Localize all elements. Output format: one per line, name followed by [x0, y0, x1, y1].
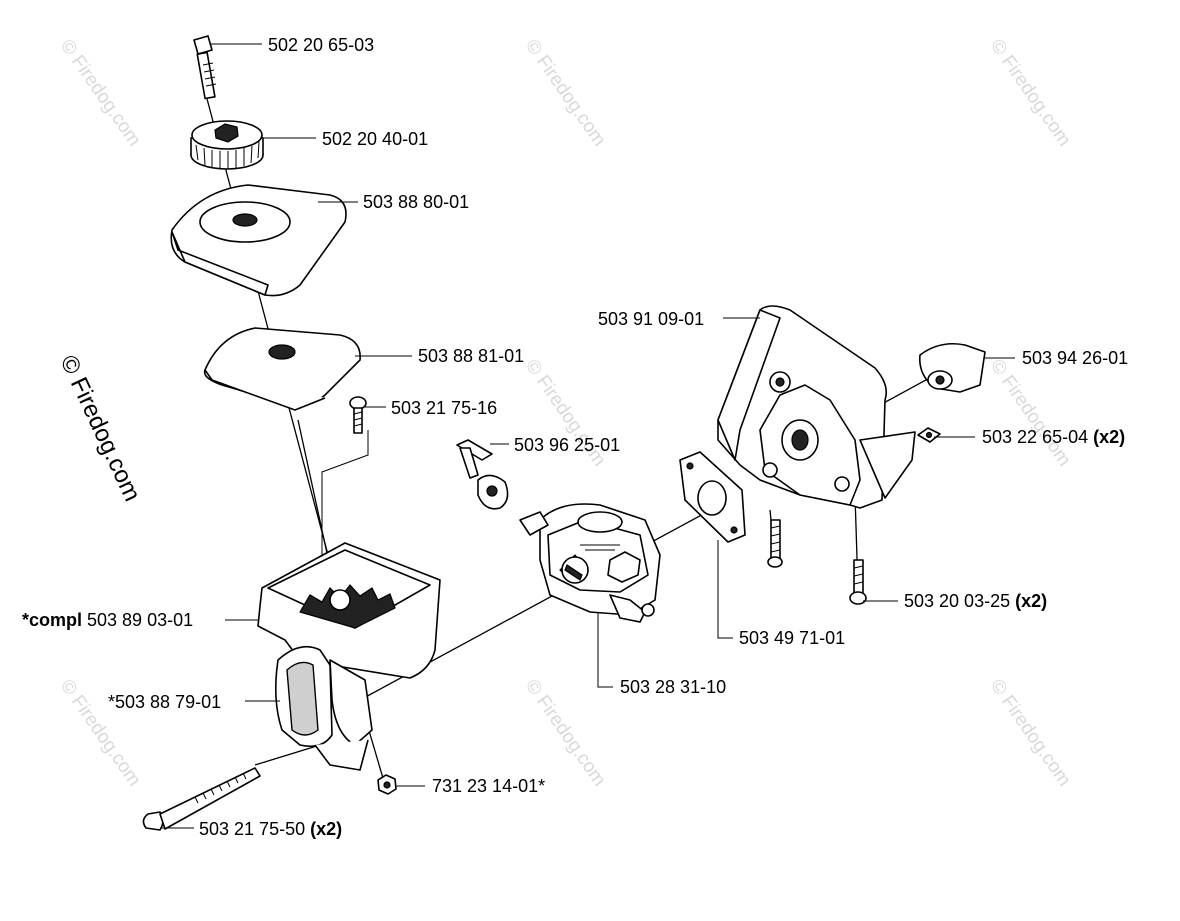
label-503-88-79-01: *503 88 79-01 [108, 692, 221, 712]
label-503-89-03-01: *compl 503 89 03-01 [22, 610, 193, 630]
watermark: © Firedog.com [521, 36, 610, 150]
label-503-22-65-04: 503 22 65-04 (x2) [982, 427, 1125, 447]
label-503-49-71-01: 503 49 71-01 [739, 628, 845, 648]
label-503-21-75-50: 503 21 75-50 (x2) [199, 819, 342, 839]
screw-502-20-65-03 [193, 35, 217, 100]
watermark: © Firedog.com [521, 676, 610, 790]
intake-503-88-79-01 [274, 645, 369, 771]
quantity: (x2) [305, 819, 342, 839]
watermark: © Firedog.com [986, 676, 1075, 790]
label-503-88-81-01: 503 88 81-01 [418, 346, 524, 366]
part-number: 503 22 65-04 [982, 427, 1088, 447]
label-502-20-40-01: 502 20 40-01 [322, 129, 428, 149]
knob-502-20-40-01 [190, 120, 264, 170]
label-731-23-14-01: 731 23 14-01* [432, 776, 545, 796]
label-503-28-31-10: 503 28 31-10 [620, 677, 726, 697]
label-503-94-26-01: 503 94 26-01 [1022, 348, 1128, 368]
lever-503-94-26-01 [918, 342, 986, 393]
link-503-96-25-01 [456, 439, 509, 510]
label-503-91-09-01: 503 91 09-01 [598, 309, 704, 329]
label-503-96-25-01: 503 96 25-01 [514, 435, 620, 455]
carburetor-503-28-31-10 [519, 503, 661, 623]
label-503-88-80-01: 503 88 80-01 [363, 192, 469, 212]
nut-731-23-14-01 [377, 774, 397, 795]
part-number: 503 21 75-50 [199, 819, 305, 839]
bolt-503-21-75-50 [142, 767, 261, 831]
label-503-21-75-16: 503 21 75-16 [391, 398, 497, 418]
screw-503-21-75-16 [349, 396, 367, 434]
compl-prefix: *compl [22, 610, 82, 630]
watermark: © Firedog.com [986, 36, 1075, 150]
watermark: © Firedog.com [986, 356, 1075, 470]
filter-base-503-89-03-01 [257, 542, 441, 746]
filter-cover-503-88-80-01 [170, 184, 347, 297]
part-labels: 502 20 65-03 502 20 40-01 503 88 80-01 5… [22, 35, 1128, 839]
label-502-20-65-03: 502 20 65-03 [268, 35, 374, 55]
filter-element-503-88-81-01 [203, 327, 361, 411]
part-number: 503 89 03-01 [82, 610, 193, 630]
screw-503-20-03-25 [767, 519, 867, 605]
quantity: (x2) [1010, 591, 1047, 611]
leader-lines [160, 43, 1015, 829]
watermark: © Firedog.com [56, 36, 145, 150]
quantity: (x2) [1088, 427, 1125, 447]
nut-503-22-65-04 [917, 427, 941, 443]
label-503-20-03-25: 503 20 03-25 (x2) [904, 591, 1047, 611]
part-number: 503 20 03-25 [904, 591, 1010, 611]
housing-503-91-09-01 [717, 305, 916, 509]
side-watermark: © Firedog.com [55, 351, 146, 505]
gasket-503-49-71-01 [679, 451, 746, 543]
